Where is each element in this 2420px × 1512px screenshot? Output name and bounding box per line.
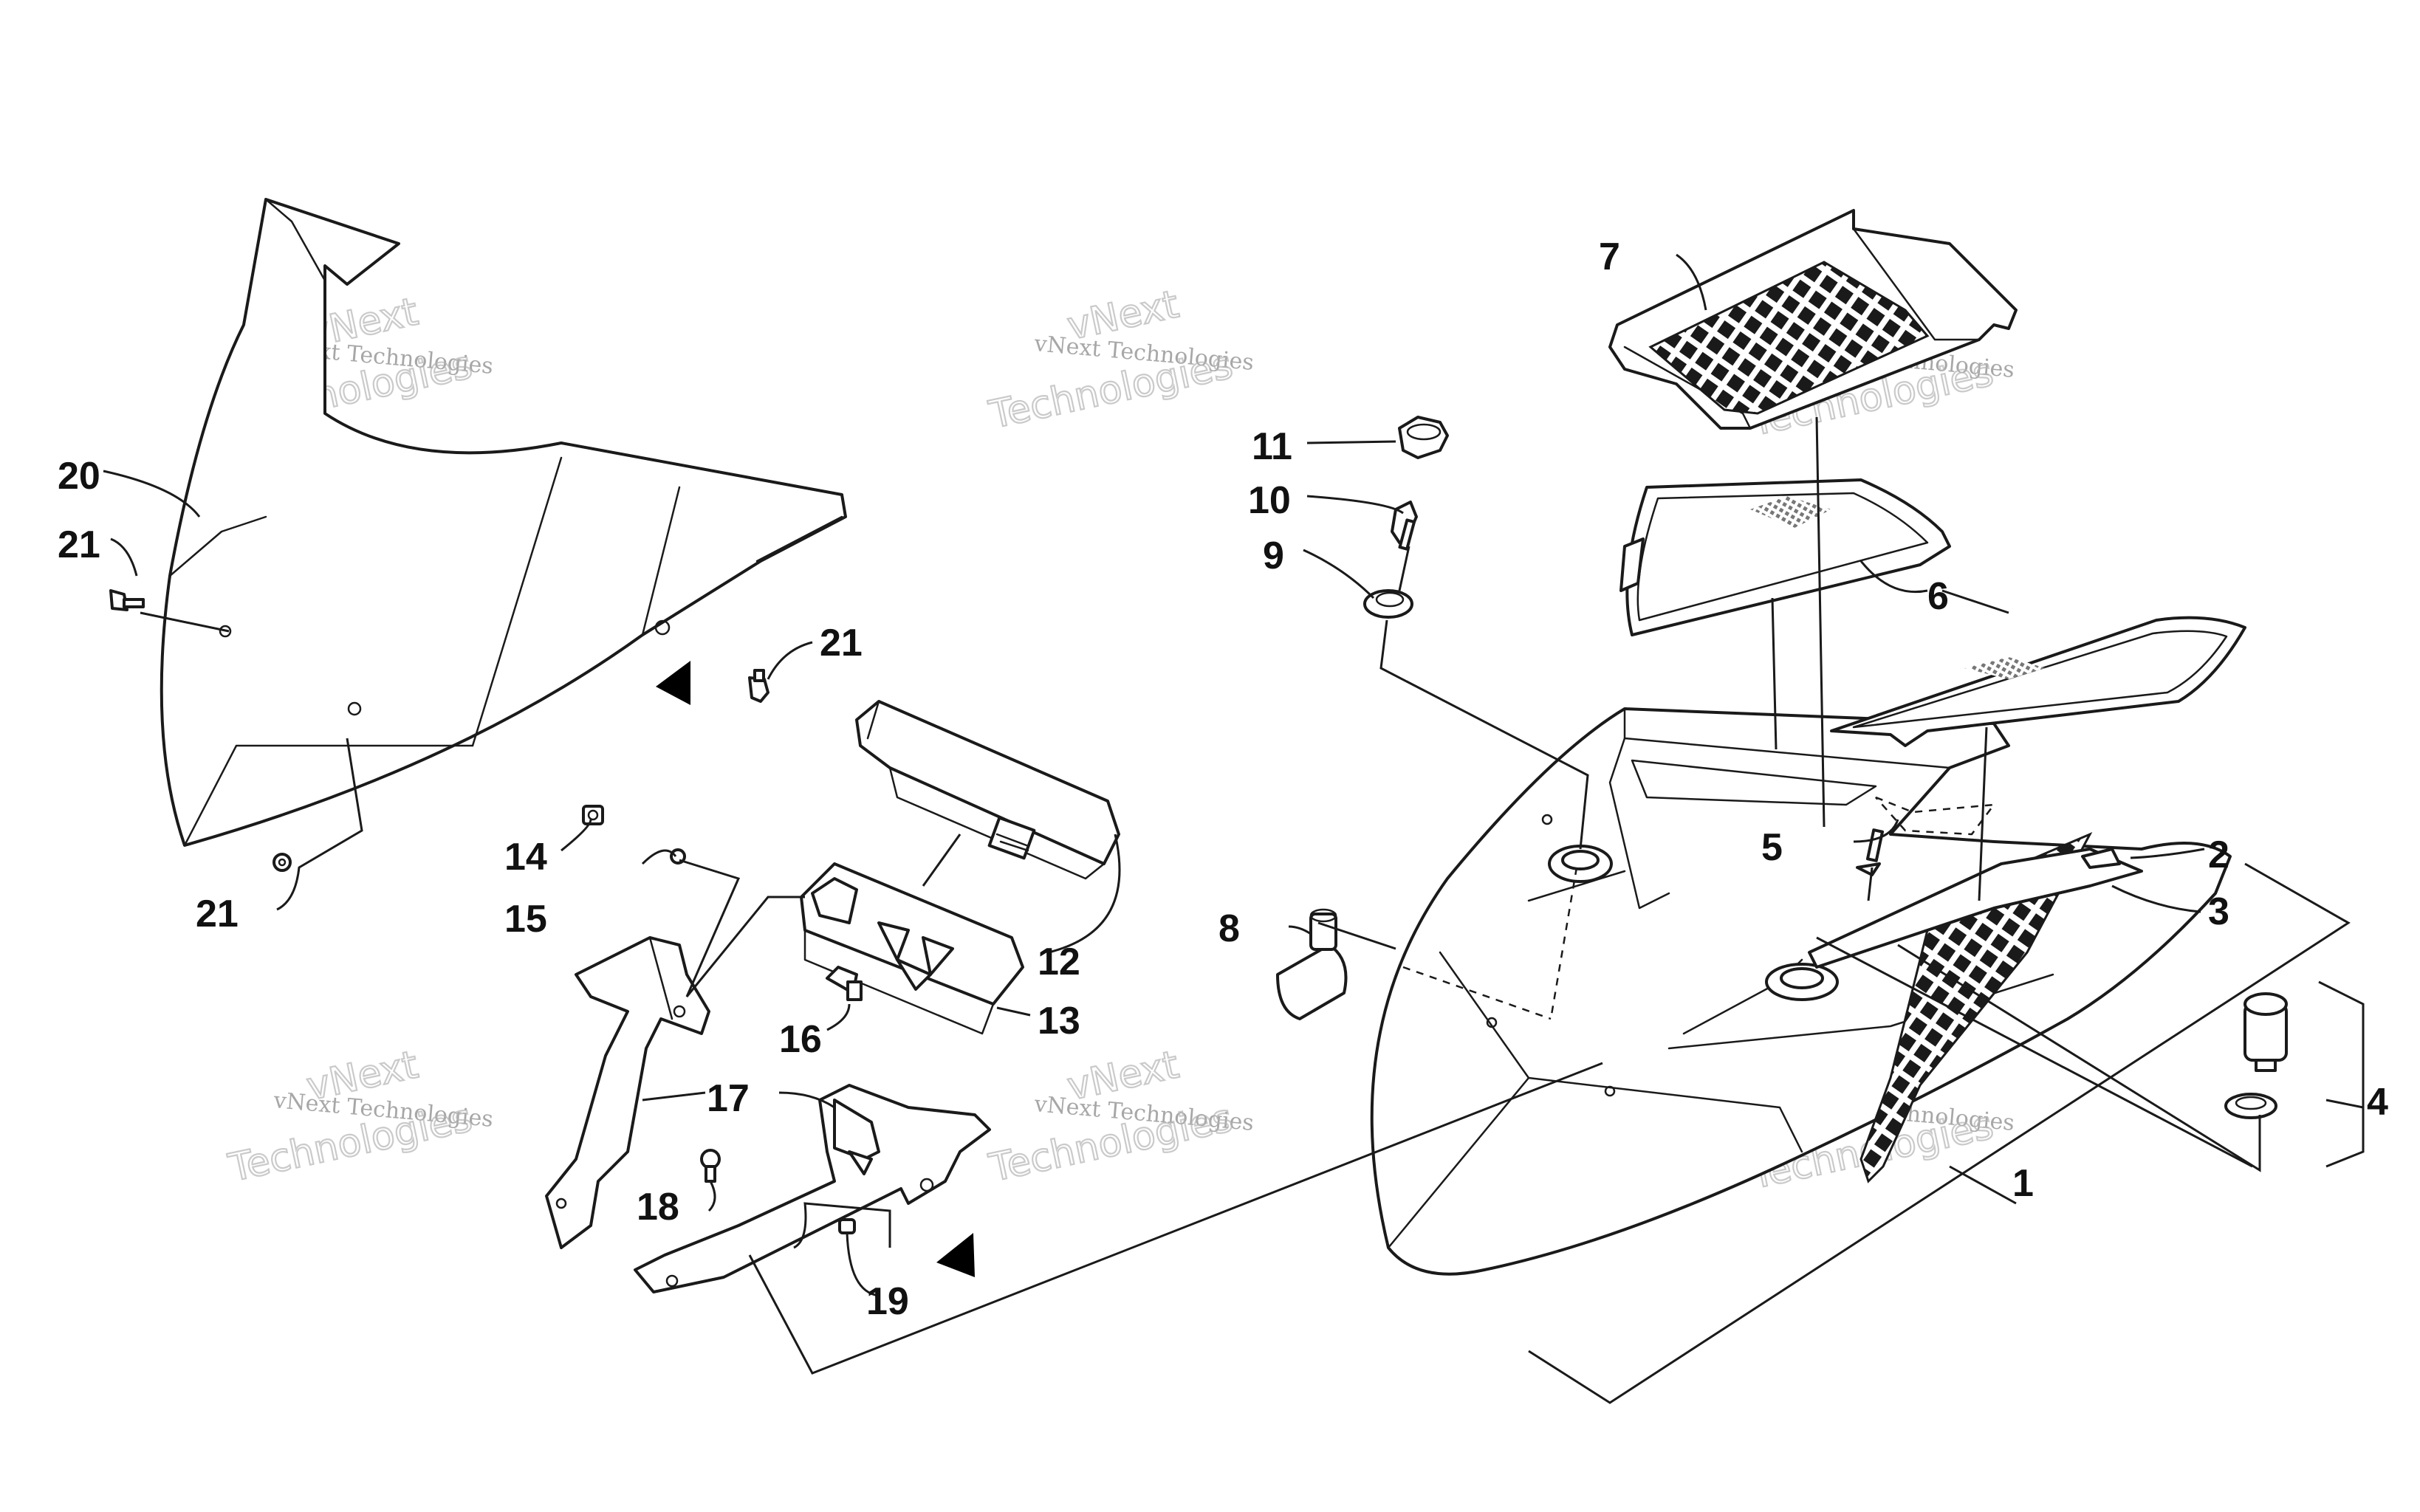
windshield-part-20 xyxy=(160,198,847,847)
callout-11: 11 xyxy=(1252,425,1292,468)
watermark-top-center: vNext vNext Technologies Technologies xyxy=(984,281,1255,439)
callout-6: 6 xyxy=(1927,575,1949,618)
key-part-10 xyxy=(1391,501,1418,551)
callout-labels: 1 2 3 4 5 6 7 8 9 10 11 12 13 14 15 16 1… xyxy=(58,236,2388,1323)
callout-3: 3 xyxy=(2208,890,2229,933)
callout-1: 1 xyxy=(2012,1162,2034,1205)
bezel-part-9 xyxy=(1363,589,1413,619)
accessory-outlet-part-4 xyxy=(2224,992,2288,1119)
screw-part-18 xyxy=(700,1149,721,1183)
callout-4: 4 xyxy=(2367,1081,2388,1124)
callout-20: 20 xyxy=(58,455,100,498)
window-trim-part-6-upper xyxy=(1619,478,1951,636)
direction-arrow-icon xyxy=(656,661,690,705)
callout-2: 2 xyxy=(2208,834,2229,876)
callout-15: 15 xyxy=(504,898,547,941)
switch-part-8 xyxy=(1276,908,1348,1020)
callout-21-right: 21 xyxy=(820,622,863,664)
callout-10: 10 xyxy=(1248,479,1291,522)
watermark-bottom-center: vNext vNext Technologies Technologies xyxy=(984,1042,1255,1192)
callout-5: 5 xyxy=(1761,826,1783,869)
callout-17: 17 xyxy=(707,1077,750,1120)
hidden-lines xyxy=(1402,796,1996,1020)
callout-13: 13 xyxy=(1038,1000,1080,1042)
storage-tray-part-7 xyxy=(1608,209,2018,430)
callout-12: 12 xyxy=(1038,941,1080,983)
nut-part-14 xyxy=(582,805,604,825)
bolt-part-16 xyxy=(826,966,863,1001)
callout-21-left: 21 xyxy=(58,523,100,566)
side-trim-part-2-3 xyxy=(1808,848,2143,969)
callout-18: 18 xyxy=(637,1186,679,1228)
callout-19: 19 xyxy=(866,1280,909,1323)
screw-part-21-left xyxy=(109,589,145,611)
callout-7: 7 xyxy=(1599,236,1620,278)
watermark-bottom-left: vNext vNext Technologies Technologies xyxy=(224,1042,494,1192)
window-trim-part-6-lower xyxy=(1830,616,2246,747)
support-bracket-part-17-right xyxy=(634,1084,991,1293)
direction-arrow-icon xyxy=(936,1233,975,1277)
callout-21-bottom: 21 xyxy=(196,893,239,935)
instrument-part-12 xyxy=(855,700,1120,880)
leader-lines xyxy=(103,253,2365,1404)
hood-part-1 xyxy=(1370,707,2232,1276)
tray-mesh xyxy=(1648,261,1930,415)
callout-8: 8 xyxy=(1218,907,1240,950)
ignition-cap-part-11 xyxy=(1398,416,1449,459)
callout-16: 16 xyxy=(779,1018,822,1061)
bushing-part-19 xyxy=(838,1218,856,1234)
callout-14: 14 xyxy=(504,836,547,879)
support-bracket-part-17-left xyxy=(545,936,710,1249)
bracket-part-13 xyxy=(800,862,1024,1035)
screw-part-21-right xyxy=(748,669,769,703)
callout-9: 9 xyxy=(1263,535,1284,577)
washer-part-21-bottom xyxy=(272,853,292,872)
